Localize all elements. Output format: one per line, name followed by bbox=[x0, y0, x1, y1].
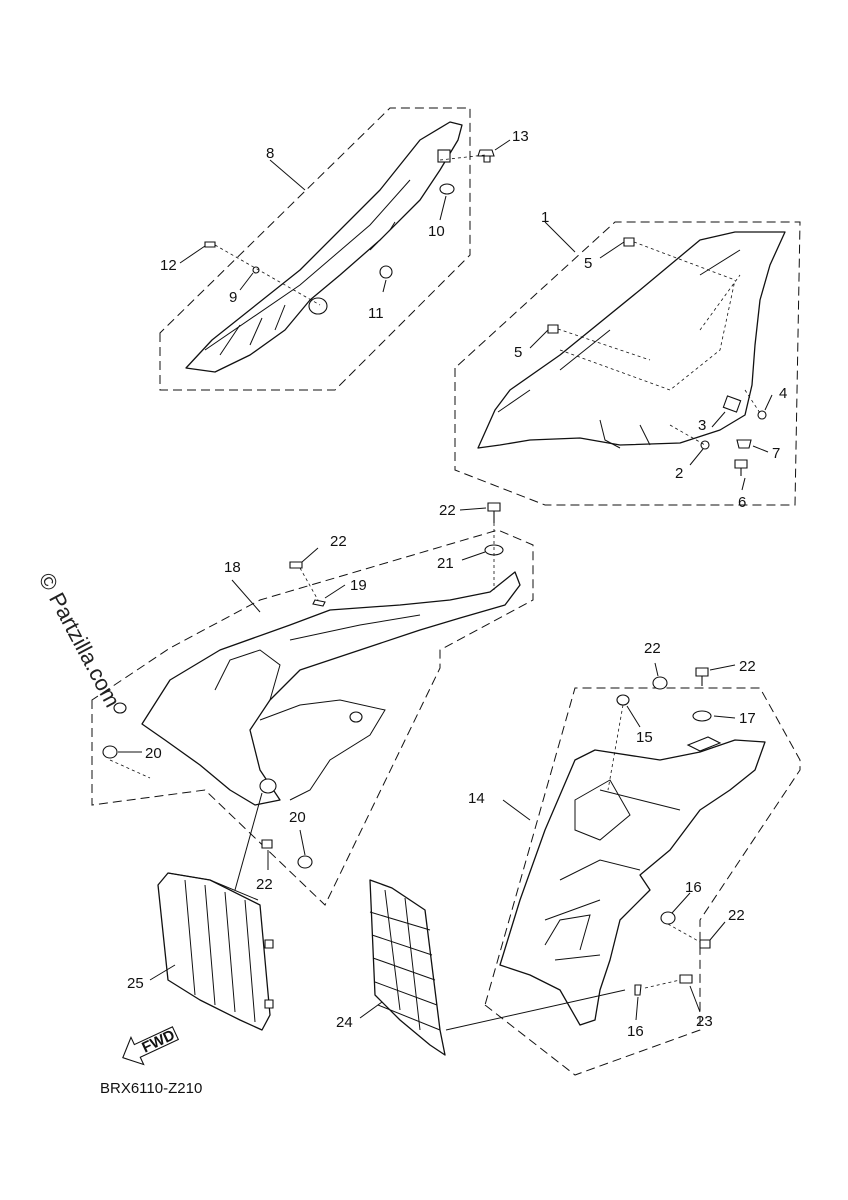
fwd-arrow-label: FWD bbox=[139, 1027, 177, 1057]
group-18-shroud bbox=[91, 502, 534, 906]
nut-4[interactable] bbox=[757, 410, 767, 420]
callout-1: 1 bbox=[541, 209, 549, 226]
callout-11: 11 bbox=[368, 305, 384, 322]
collar-22-top[interactable] bbox=[652, 676, 668, 690]
grommet-5-mid[interactable] bbox=[547, 324, 559, 334]
callout-22-right-top: 22 bbox=[644, 640, 661, 657]
radiator-shroud-part-18[interactable] bbox=[141, 571, 521, 806]
callout-24: 24 bbox=[336, 1014, 353, 1031]
nut-3[interactable] bbox=[722, 395, 742, 413]
bolt-23[interactable] bbox=[679, 974, 693, 984]
callout-17: 17 bbox=[739, 710, 756, 727]
callout-8: 8 bbox=[266, 145, 274, 162]
callout-labels: 1 2 3 4 5 5 6 7 8 9 10 11 12 13 14 15 16… bbox=[127, 128, 787, 1040]
group-14-shroud bbox=[484, 662, 801, 1076]
bolt-22-lower-right[interactable] bbox=[699, 939, 711, 949]
radiator-shroud-part-14[interactable] bbox=[499, 739, 766, 1026]
diagram-code: BRX6110-Z210 bbox=[100, 1080, 202, 1097]
callout-15: 15 bbox=[636, 729, 653, 746]
fwd-arrow: FWD bbox=[122, 1026, 180, 1066]
callout-25: 25 bbox=[127, 975, 144, 992]
callout-22-left: 22 bbox=[330, 533, 347, 550]
collar-2[interactable] bbox=[700, 440, 710, 450]
callout-22-lower: 22 bbox=[256, 876, 273, 893]
callout-18: 18 bbox=[224, 559, 241, 576]
callout-20-lower: 20 bbox=[289, 809, 306, 826]
panel-8-grommet-hole bbox=[308, 297, 328, 315]
callout-16-lower: 16 bbox=[627, 1023, 644, 1040]
part-24-louver bbox=[359, 879, 626, 1056]
grommet-10[interactable] bbox=[439, 183, 455, 195]
bolt-7[interactable] bbox=[736, 439, 752, 449]
callout-22-top: 22 bbox=[439, 502, 456, 519]
radiator-louver-25[interactable] bbox=[157, 872, 271, 1031]
grommet-5-top[interactable] bbox=[623, 237, 635, 247]
callout-6: 6 bbox=[738, 494, 746, 511]
bolt-22-top[interactable] bbox=[487, 502, 501, 523]
nut-17[interactable] bbox=[692, 710, 712, 722]
callout-21: 21 bbox=[437, 555, 454, 572]
shroud-18-mount-hole bbox=[259, 778, 277, 794]
group-8-rear-panel bbox=[159, 107, 511, 391]
callout-5-mid: 5 bbox=[514, 344, 522, 361]
partzilla-watermark: © Partzilla.com bbox=[34, 569, 126, 712]
callout-20-upper: 20 bbox=[145, 745, 162, 762]
side-cover-part-1[interactable] bbox=[477, 231, 786, 449]
screw-22-left[interactable] bbox=[289, 561, 303, 569]
callout-23: 23 bbox=[696, 1013, 713, 1030]
part-25-louver bbox=[149, 792, 274, 1031]
callout-9: 9 bbox=[229, 289, 237, 306]
clip-16-lower[interactable] bbox=[634, 984, 642, 996]
callout-12: 12 bbox=[160, 257, 177, 274]
grommet-20-upper[interactable] bbox=[102, 745, 118, 759]
rear-side-panel-part[interactable] bbox=[185, 121, 463, 373]
screw-12[interactable] bbox=[204, 241, 216, 248]
radiator-louver-24[interactable] bbox=[369, 879, 446, 1056]
callout-3: 3 bbox=[698, 417, 706, 434]
washer-near-watermark bbox=[113, 702, 127, 714]
collar-16-upper[interactable] bbox=[660, 911, 676, 925]
callout-10: 10 bbox=[428, 223, 445, 240]
callout-22-right: 22 bbox=[739, 658, 756, 675]
bolt-22-right[interactable] bbox=[695, 667, 709, 686]
clip-19[interactable] bbox=[312, 599, 326, 607]
callout-7: 7 bbox=[772, 445, 780, 462]
group-1-side-cover bbox=[454, 221, 801, 506]
collar-11[interactable] bbox=[379, 265, 393, 279]
callout-14: 14 bbox=[468, 790, 485, 807]
grommet-20-lower[interactable] bbox=[297, 855, 313, 869]
callout-4: 4 bbox=[779, 385, 787, 402]
callout-13: 13 bbox=[512, 128, 529, 145]
callout-16-upper: 16 bbox=[685, 879, 702, 896]
group-1-boundary bbox=[454, 221, 801, 506]
callout-19: 19 bbox=[350, 577, 367, 594]
collar-15[interactable] bbox=[616, 694, 630, 706]
trim-piece-near-17 bbox=[686, 736, 722, 752]
group-18-boundary bbox=[91, 529, 534, 906]
screw-6[interactable] bbox=[734, 459, 748, 476]
callout-22-lower-right: 22 bbox=[728, 907, 745, 924]
screw-22-lower[interactable] bbox=[261, 839, 273, 849]
callout-2: 2 bbox=[675, 465, 683, 482]
group-8-boundary bbox=[159, 107, 471, 391]
callout-5-top: 5 bbox=[584, 255, 592, 272]
bolt-13[interactable] bbox=[477, 149, 495, 163]
fwd-arrow-shape bbox=[122, 1026, 180, 1066]
group-14-boundary bbox=[484, 687, 801, 1076]
